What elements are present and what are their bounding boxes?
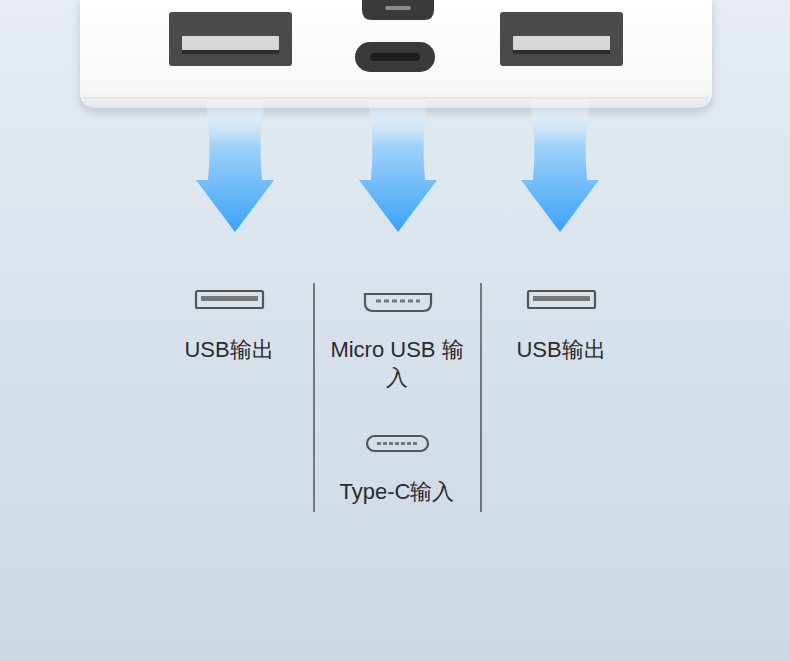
flow-arrows <box>196 100 599 232</box>
port-label: Type-C输入 <box>317 478 477 506</box>
port-label: USB输出 <box>154 336 304 364</box>
type-c-port <box>355 42 435 72</box>
micro-usb-port <box>362 0 434 20</box>
micro-usb-icon <box>365 294 431 311</box>
port-label: Micro USB 输入 <box>327 336 467 392</box>
divider-line <box>480 283 482 512</box>
usb-port <box>500 12 623 66</box>
usb-port <box>169 12 292 66</box>
port-label: USB输出 <box>486 336 636 364</box>
type-c-icon <box>367 436 428 451</box>
power-bank-body <box>80 0 712 108</box>
divider-line <box>313 283 315 512</box>
